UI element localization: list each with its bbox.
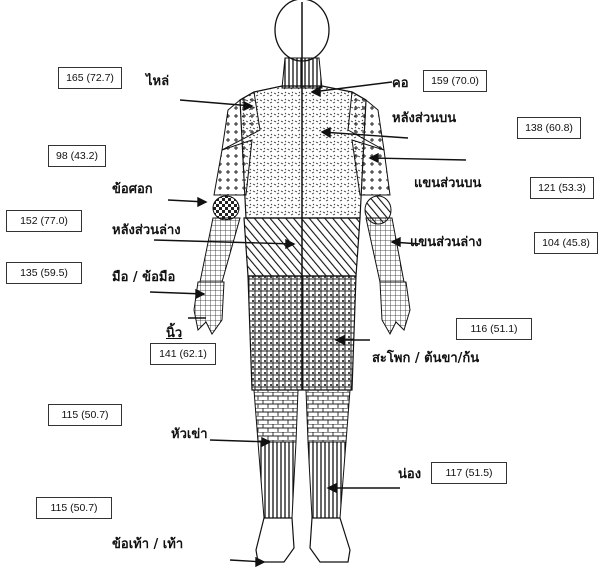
upper-back-region [240, 86, 366, 218]
hip-label: สะโพก / ต้นขา/ก้น [372, 347, 479, 368]
lower-back-label: หลังส่วนล่าง [112, 219, 181, 240]
right-forearm [366, 218, 404, 282]
right-foot [310, 518, 350, 562]
ankle-label: ข้อเท้า / เท้า [112, 533, 183, 554]
left-elbow [213, 196, 239, 220]
lower-back-value: 152 (77.0) [6, 210, 82, 232]
left-knee [254, 390, 298, 442]
elbow-label: ข้อศอก [112, 178, 153, 199]
neck-value: 159 (70.0) [423, 70, 487, 92]
forearm-value: 104 (45.8) [534, 232, 598, 254]
right-calf [308, 442, 346, 518]
forearm-label: แขนส่วนล่าง [410, 231, 482, 252]
upper-back-label: หลังส่วนบน [392, 107, 456, 128]
wrist-label: มือ / ข้อมือ [112, 266, 175, 287]
upper-arm-label: แขนส่วนบน [414, 172, 481, 193]
left-hand [194, 282, 224, 334]
elbow-value: 98 (43.2) [48, 145, 106, 167]
left-foot [256, 518, 294, 562]
right-knee [306, 390, 350, 442]
finger-value: 141 (62.1) [150, 343, 216, 365]
calf-label: น่อง [398, 463, 421, 484]
left-forearm [200, 218, 240, 282]
ankle-value: 115 (50.7) [36, 497, 112, 519]
knee-value: 115 (50.7) [48, 404, 122, 426]
shoulder-value: 165 (72.7) [58, 67, 122, 89]
shoulder-label: ไหล่ [146, 70, 169, 91]
finger-label: นิ้ว [166, 322, 182, 343]
knee-label: หัวเข่า [171, 423, 208, 444]
upper-arm-value: 121 (53.3) [530, 177, 594, 199]
wrist-value: 135 (59.5) [6, 262, 82, 284]
upper-back-value: 138 (60.8) [517, 117, 581, 139]
calf-value: 117 (51.5) [431, 462, 507, 484]
right-hand [380, 282, 410, 334]
hip-value: 116 (51.1) [456, 318, 532, 340]
neck-label: คอ [392, 72, 409, 93]
left-upper-arm [214, 140, 252, 195]
left-calf [258, 442, 296, 518]
